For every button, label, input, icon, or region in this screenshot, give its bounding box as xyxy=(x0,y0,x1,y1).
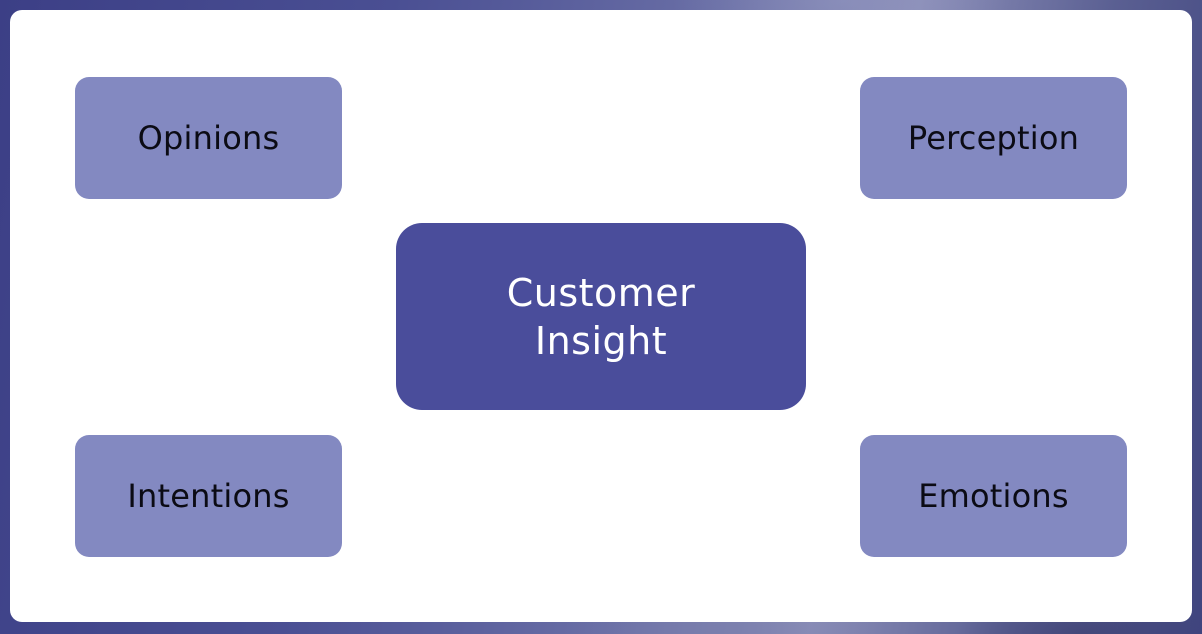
node-label: Perception xyxy=(907,119,1080,157)
node-label: Emotions xyxy=(918,477,1069,515)
center-node-label: Customer Insight xyxy=(506,270,696,363)
node-perception: Perception xyxy=(860,77,1127,199)
node-label: Opinions xyxy=(137,119,280,157)
node-intentions: Intentions xyxy=(75,435,342,557)
node-emotions: Emotions xyxy=(860,435,1127,557)
center-node-customer-insight: Customer Insight xyxy=(396,223,806,410)
node-opinions: Opinions xyxy=(75,77,342,199)
diagram-card: Opinions Perception Customer Insight Int… xyxy=(10,10,1192,622)
node-label: Intentions xyxy=(127,477,290,515)
